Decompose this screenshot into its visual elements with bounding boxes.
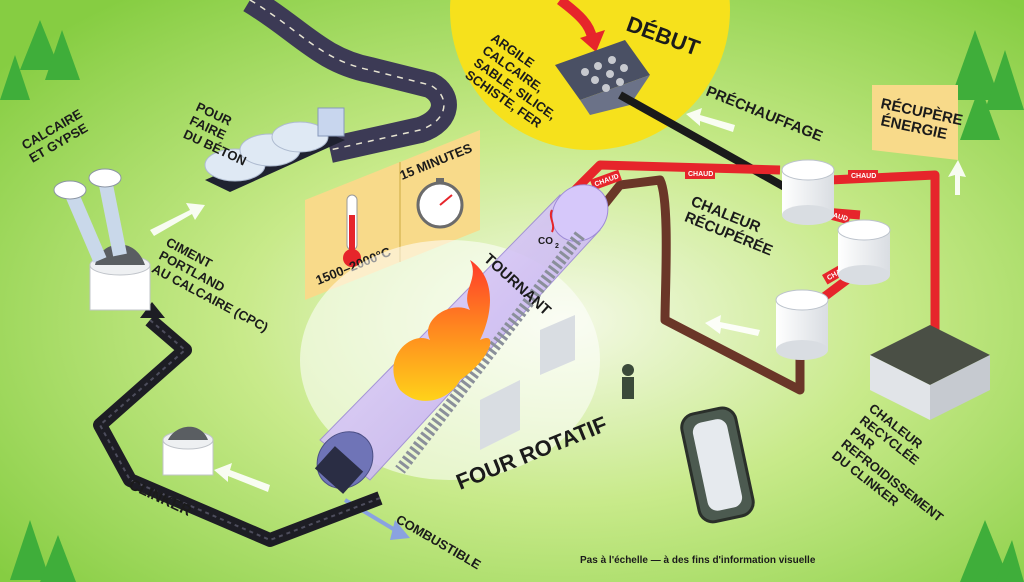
fuel-arrow: [390, 520, 410, 540]
road-centerline: [249, 0, 445, 151]
start-area: [450, 0, 730, 150]
svg-text:2: 2: [555, 243, 559, 250]
clinker-silo: [162, 426, 214, 476]
return-pipe: [596, 175, 805, 395]
svg-text:CHAUD: CHAUD: [688, 171, 713, 178]
recover-energy-box: RÉCUPÈRE ÉNERGIE: [872, 85, 964, 160]
svg-text:CHAUD: CHAUD: [851, 173, 876, 180]
feed-pipe: [618, 91, 792, 194]
info-panel: 1500–2000°C 15 MINUTES: [305, 130, 480, 300]
preheater-towers: [775, 159, 891, 360]
rotary-kiln: [314, 184, 609, 494]
stopwatch-icon: [416, 178, 464, 229]
kiln-cross-section-icon: [680, 406, 755, 524]
flow-arrows: [150, 108, 966, 492]
svg-text:CO: CO: [538, 236, 553, 247]
person-icon: [622, 364, 634, 399]
cement-trucks: [204, 107, 345, 192]
trees-left: [0, 20, 80, 582]
co2-label: CO 2: [538, 209, 559, 250]
trees-right: [950, 30, 1024, 582]
conveyor-arrow: [140, 302, 165, 318]
cement-mix-silo: [53, 168, 151, 311]
raw-material-hopper: [555, 40, 650, 100]
conveyor-detail: [98, 319, 381, 542]
clinker-cooler: [870, 325, 990, 420]
disclaimer-note: Pas à l'échelle — à des fins d'informati…: [580, 555, 816, 566]
flame-icon: [393, 260, 491, 401]
thermometer-icon: [343, 194, 361, 267]
